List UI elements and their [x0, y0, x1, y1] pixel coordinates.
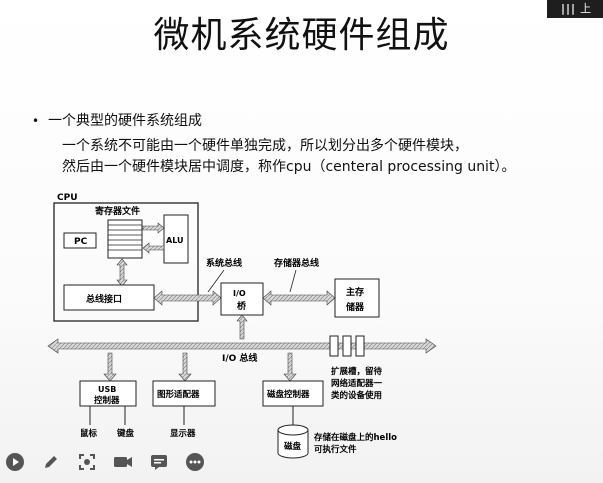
graphics-arrow	[178, 352, 192, 382]
disk-controller-label: 磁盘控制器	[267, 389, 310, 400]
mouse-label: 鼠标	[80, 428, 98, 439]
camera-icon[interactable]	[112, 451, 134, 473]
bridge-down-arrow	[236, 314, 248, 340]
display-label: 显示器	[170, 429, 196, 439]
bus-interface-label: 总线接口	[86, 293, 122, 305]
expansion-label-3: 类的设备使用	[331, 390, 382, 401]
memory-bus-label: 存储器总线	[274, 257, 319, 269]
register-file	[107, 219, 143, 259]
io-bridge-label-1: I/O	[233, 289, 246, 298]
disk-note-2: 可执行文件	[314, 444, 357, 455]
bars-icon: |||	[561, 2, 577, 15]
pen-icon[interactable]	[40, 451, 62, 473]
expansion-slots	[329, 335, 365, 357]
system-bus-arrow	[153, 290, 222, 306]
screenshot-icon[interactable]	[76, 451, 98, 473]
presentation-toolbar	[0, 447, 206, 477]
alu-box	[163, 214, 189, 264]
main-memory-label-1: 主存	[346, 286, 364, 298]
reg-bus-arrow	[116, 258, 128, 287]
play-icon[interactable]	[4, 451, 26, 473]
io-bus-arrow	[47, 338, 437, 354]
memory-bus-arrow	[262, 290, 336, 306]
expansion-label-1: 扩展槽，留待	[331, 366, 383, 377]
io-bridge-label-2: 桥	[237, 300, 247, 312]
pc-label: PC	[74, 237, 88, 247]
caption-icon[interactable]	[148, 451, 170, 473]
cpu-box	[53, 202, 199, 322]
register-file-label: 寄存器文件	[95, 205, 140, 217]
bullet-text: 一个典型的硬件系统组成	[48, 113, 202, 129]
keyboard-label: 键盘	[116, 428, 135, 439]
more-icon[interactable]	[184, 451, 206, 473]
usb-label-2: 控制器	[94, 395, 120, 406]
io-bus-label: I/O 总线	[222, 352, 257, 364]
system-bus-label: 系统总线	[206, 257, 242, 269]
system-bus-pointer	[207, 269, 225, 293]
expansion-label-2: 网络适配器一	[331, 378, 383, 389]
slide-title: 微机系统硬件组成	[153, 15, 450, 56]
reg-alu-arrows	[142, 222, 165, 254]
disk-controller-box	[262, 380, 324, 407]
window-corner-button[interactable]: |||上	[547, 0, 603, 18]
alu-label: ALU	[166, 236, 184, 245]
bullet-icon: •	[32, 114, 40, 128]
usb-label-1: USB	[98, 385, 116, 394]
bullet-item: • 一个典型的硬件系统组成	[32, 110, 202, 130]
usb-arrow	[103, 352, 117, 382]
disk-label: 磁盘	[284, 441, 302, 452]
main-memory-label-2: 储器	[346, 301, 365, 313]
bus-interface-box	[63, 284, 155, 311]
memory-bus-pointer	[289, 269, 297, 293]
graphics-adapter-label: 图形适配器	[157, 389, 200, 400]
pc-box	[63, 232, 97, 249]
disk-cylinder	[277, 424, 309, 459]
description: 一个系统不可能由一个硬件单独完成，所以划分出多个硬件模块， 然后由一个硬件模块居…	[62, 136, 602, 178]
description-line-1: 一个系统不可能由一个硬件单独完成，所以划分出多个硬件模块，	[62, 138, 468, 154]
disk-controller-arrow	[283, 352, 297, 382]
disk-note-1: 存储在磁盘上的hello	[313, 432, 397, 443]
io-bridge-box	[220, 282, 264, 316]
cpu-label: CPU	[57, 193, 78, 203]
usb-controller-box	[79, 380, 137, 407]
main-memory-box	[334, 278, 380, 318]
description-line-2: 然后由一个硬件模块居中调度，称作cpu（centeral processing …	[62, 159, 516, 175]
